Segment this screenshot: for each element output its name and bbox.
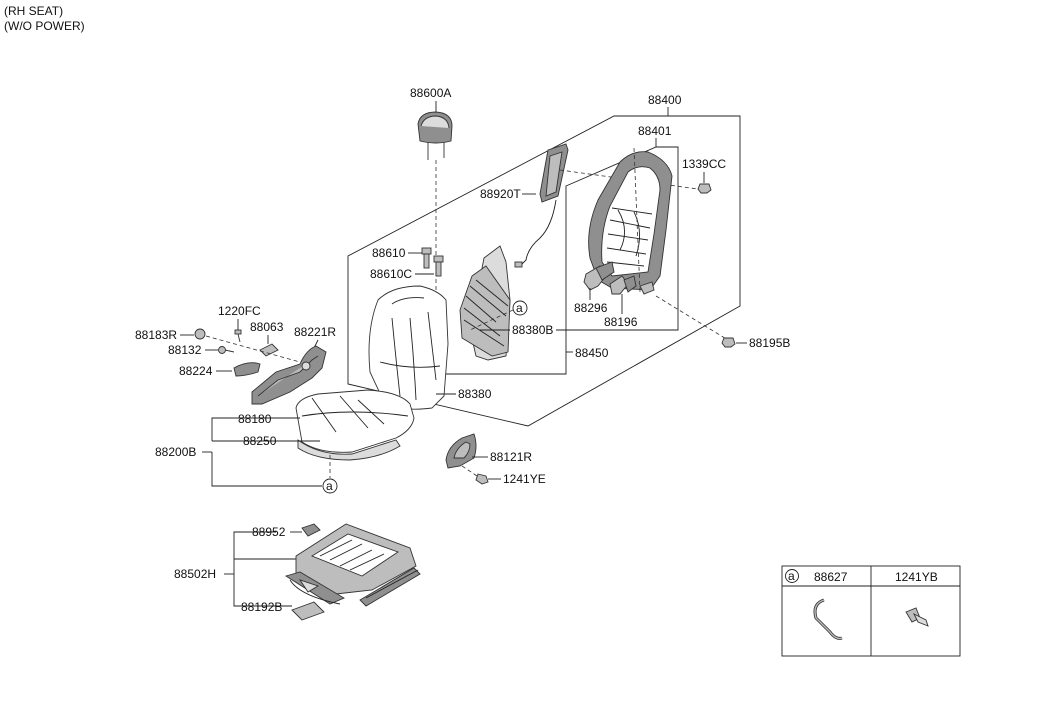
bracket-88200B-bottom	[211, 452, 322, 487]
part-88192B	[291, 601, 325, 621]
label-88221R: 88221R	[294, 325, 336, 339]
headrest	[417, 111, 453, 160]
header-rh-seat: (RH SEAT)	[4, 4, 63, 18]
legend-col-1241YB: 1241YB	[895, 570, 938, 584]
seatback-assembly-outline	[347, 115, 741, 427]
legend-marker-letter: a	[788, 569, 795, 583]
side-shield-88221R	[251, 345, 327, 405]
label-88920T: 88920T	[480, 187, 521, 201]
cover-88121R	[445, 433, 477, 469]
label-88180: 88180	[238, 412, 272, 426]
dash-frame-axis	[633, 147, 641, 293]
label-1339CC: 1339CC	[682, 157, 726, 171]
screw-1241YB	[905, 607, 929, 627]
label-88195B: 88195B	[749, 336, 790, 350]
label-88132: 88132	[168, 343, 202, 357]
headrest-guide-88610C	[433, 255, 444, 277]
seatback-frame	[588, 151, 673, 291]
side-airbag-module	[514, 143, 569, 268]
header-without-power: (W/O POWER)	[4, 19, 85, 33]
seat-track-frame	[284, 523, 421, 607]
recliner-cover-88063	[259, 343, 279, 357]
label-88121R: 88121R	[490, 450, 532, 464]
callout-a-back-letter: a	[516, 301, 523, 315]
nut-88195B	[721, 337, 736, 348]
label-88380B: 88380B	[512, 323, 553, 337]
label-88192B: 88192B	[241, 600, 282, 614]
legend-col-88627: 88627	[814, 570, 848, 584]
legend-marker-a	[785, 569, 799, 583]
label-1241YE: 1241YE	[503, 472, 546, 486]
label-88183R: 88183R	[135, 328, 177, 342]
label-88400: 88400	[648, 93, 682, 107]
legend-table: a 88627 1241YB	[781, 565, 961, 657]
label-88196: 88196	[604, 315, 638, 329]
bolt-88132	[218, 346, 235, 354]
dash-frame-to-88195B	[655, 295, 729, 341]
label-88450: 88450	[575, 346, 609, 360]
screw-1220FC	[234, 329, 242, 343]
bracket-88502H	[233, 531, 292, 607]
dash-recliner-axis	[205, 335, 301, 363]
label-88502H: 88502H	[174, 567, 216, 581]
backrest-pad	[459, 245, 511, 361]
label-88250: 88250	[243, 434, 277, 448]
label-1220FC: 1220FC	[218, 304, 261, 318]
dash-callout-a-back	[469, 309, 514, 331]
bracket-88196	[609, 275, 655, 295]
label-88296: 88296	[574, 301, 608, 315]
callout-a-back	[512, 300, 528, 316]
nut-1339CC	[697, 183, 712, 194]
part-88952	[301, 523, 321, 537]
label-88610: 88610	[372, 246, 406, 260]
label-88224: 88224	[179, 364, 213, 378]
bracket-88200B-top	[211, 417, 300, 441]
label-88200B: 88200B	[155, 445, 196, 459]
label-88952: 88952	[252, 525, 286, 539]
label-88063: 88063	[250, 320, 284, 334]
headrest-guide-88610	[421, 247, 432, 269]
label-88401: 88401	[638, 124, 672, 138]
cap-88183R	[194, 328, 206, 340]
label-88380: 88380	[458, 387, 492, 401]
dash-88121R-screw	[461, 465, 481, 479]
screw-1241YE	[475, 473, 489, 485]
hook-clip-88627	[813, 598, 843, 640]
callout-a-cushion-letter: a	[326, 479, 333, 493]
callout-a-cushion	[322, 478, 338, 494]
recliner-lever-88224	[233, 362, 261, 377]
bracket-88296	[583, 261, 615, 291]
label-88600A: 88600A	[410, 86, 451, 100]
backrest-cover	[368, 285, 449, 410]
seat-cushion	[295, 389, 415, 461]
label-88610C: 88610C	[370, 267, 412, 281]
